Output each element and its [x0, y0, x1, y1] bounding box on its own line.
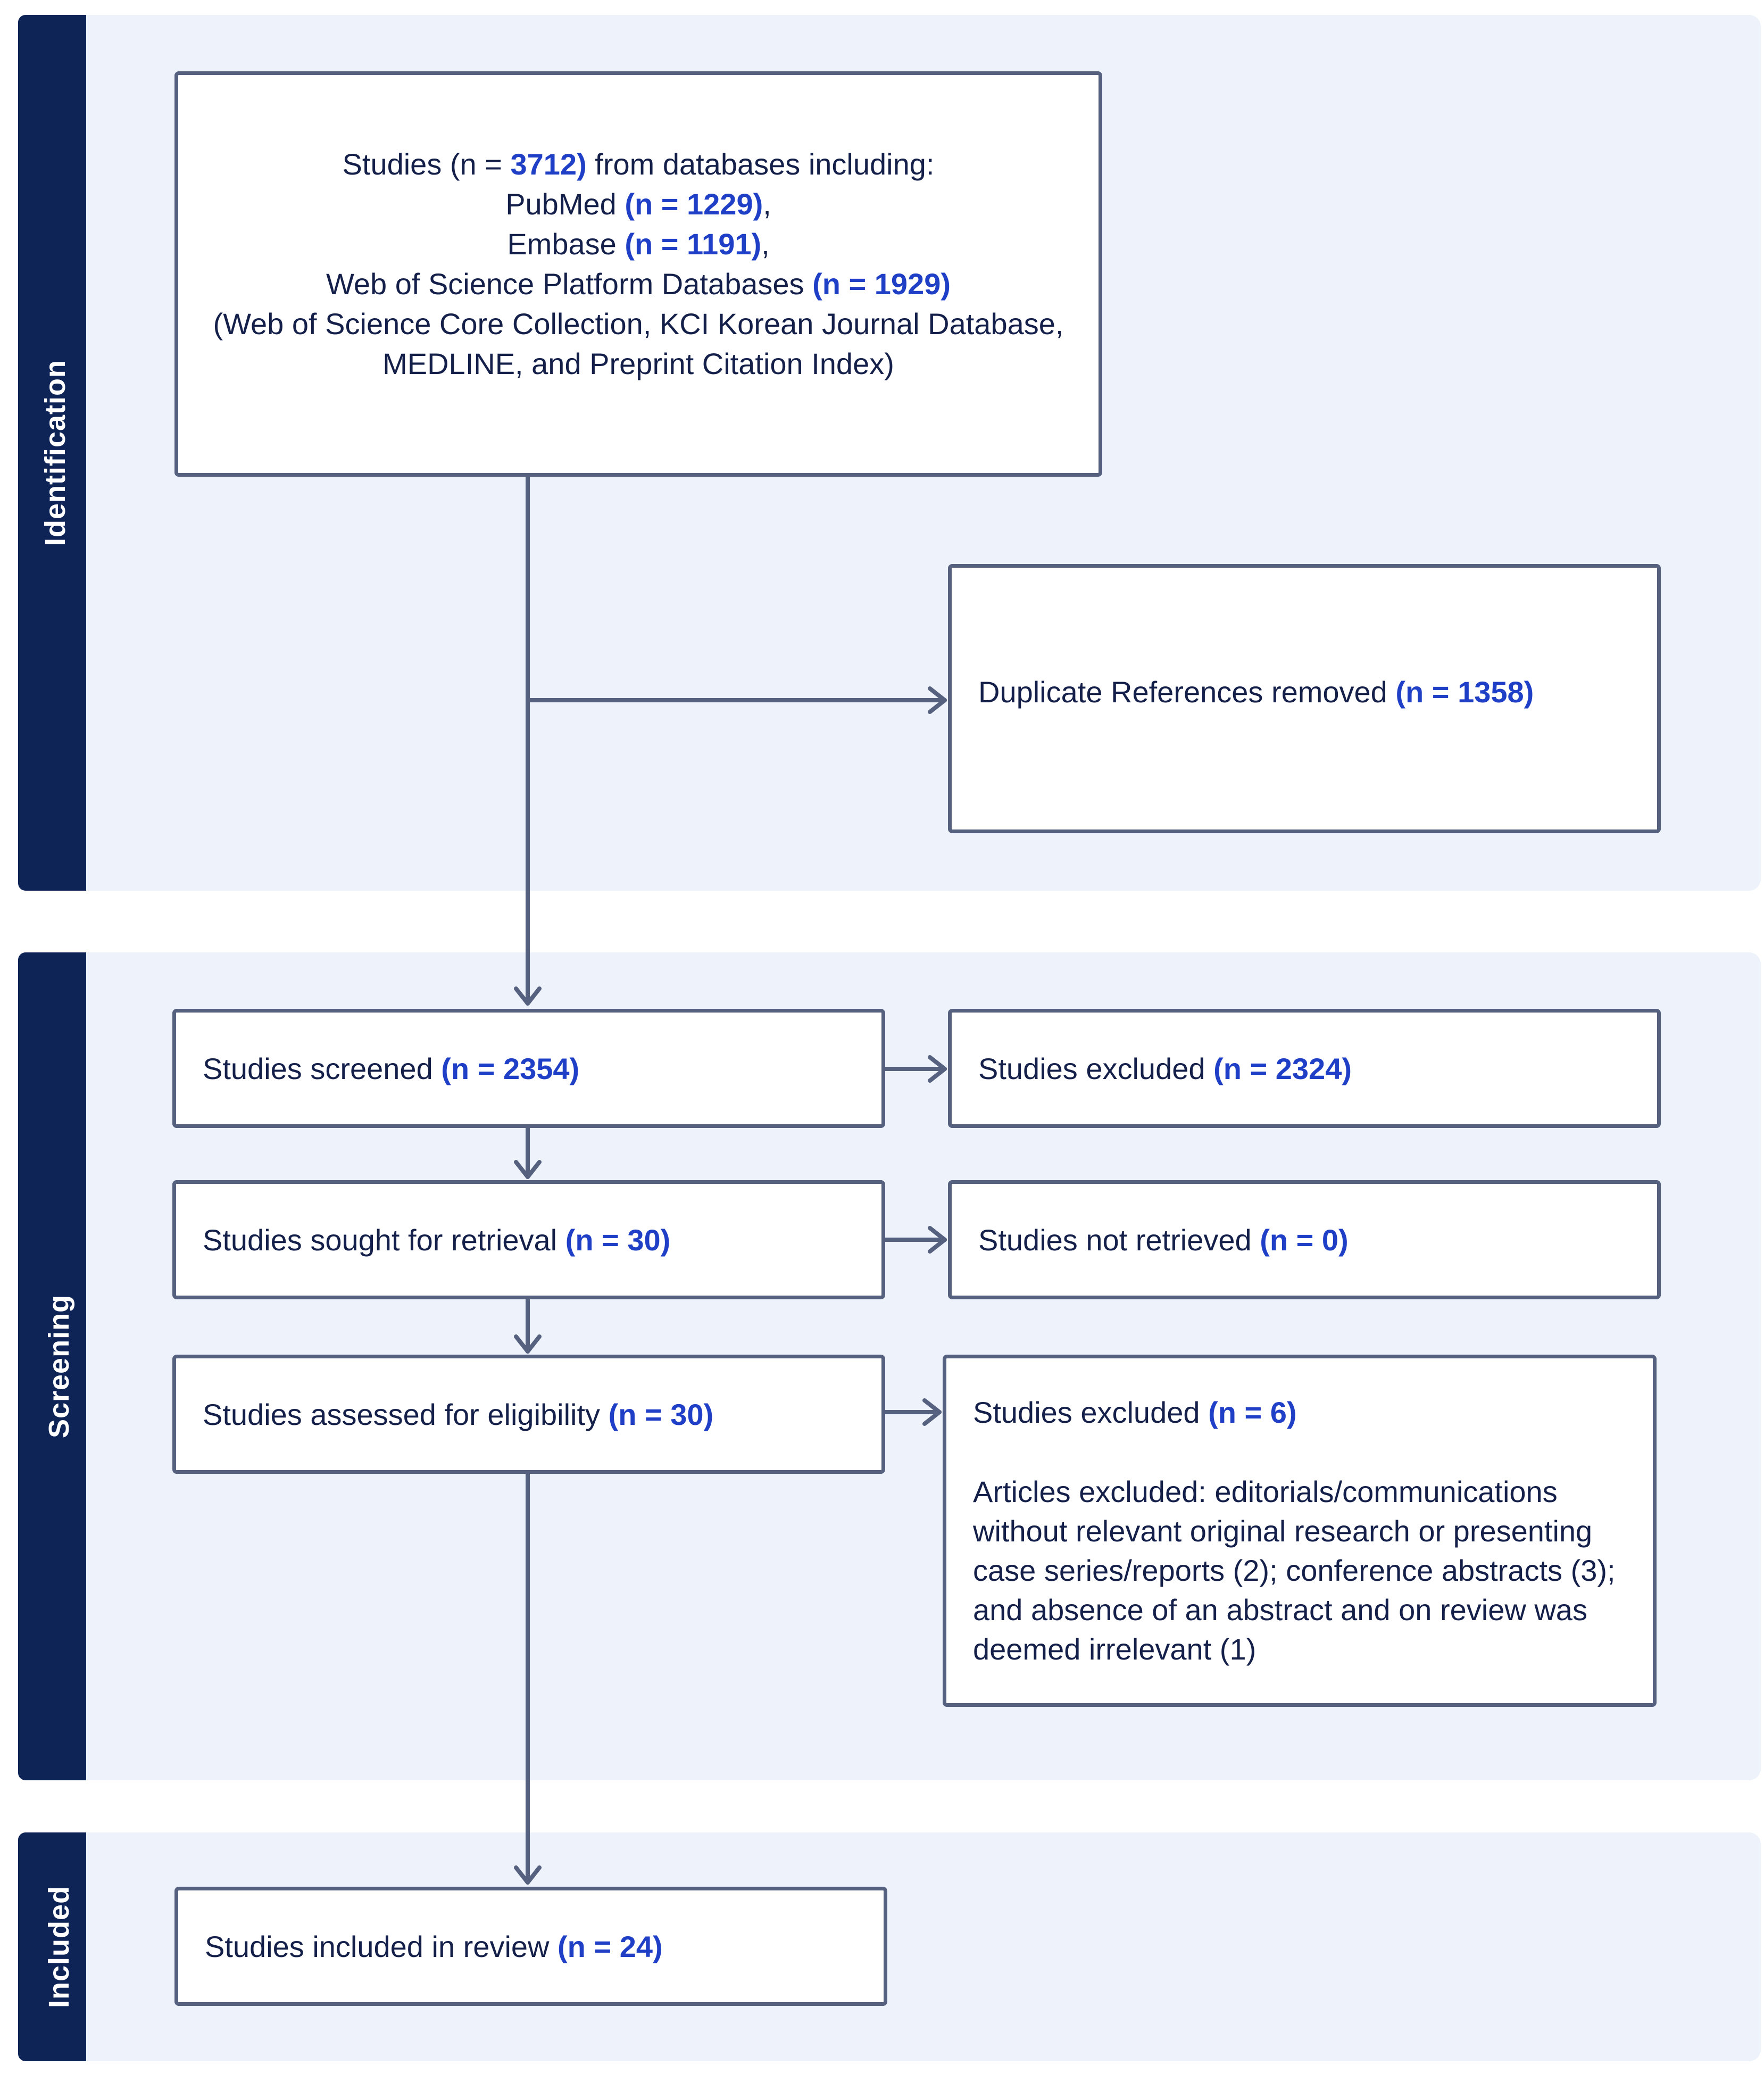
arrowhead-excluded — [928, 1055, 947, 1083]
wos-detail-2: MEDLINE, and Preprint Citation Index) — [382, 347, 894, 380]
arrowhead-sought — [514, 1160, 542, 1179]
sources-total-count: 3712) — [510, 147, 587, 181]
arrowhead-included — [514, 1865, 542, 1885]
wos-label: Web of Science Platform Databases — [326, 267, 813, 301]
sought-label: Studies sought for retrieval — [203, 1223, 565, 1257]
sought-box: Studies sought for retrieval (n = 30) — [172, 1180, 885, 1299]
assessed-box: Studies assessed for eligibility (n = 30… — [172, 1355, 885, 1474]
assessed-label: Studies assessed for eligibility — [203, 1397, 609, 1431]
exclusion-reason-line: and absence of an abstract and on review… — [973, 1593, 1587, 1627]
assessed-count: (n = 30) — [608, 1397, 714, 1431]
included-box: Studies included in review (n = 24) — [174, 1887, 887, 2006]
exclusion-reasons: Articles excluded: editorials/communicat… — [973, 1472, 1632, 1669]
eligibility-excluded-heading: Studies excluded (n = 6) — [973, 1392, 1632, 1432]
screened-label: Studies screened — [203, 1051, 442, 1085]
sources-line-pubmed: PubMed (n = 1229), — [178, 184, 1099, 224]
pubmed-count: (n = 1229) — [625, 187, 763, 221]
eligibility-excluded-box: Studies excluded (n = 6) Articles exclud… — [943, 1355, 1657, 1707]
duplicates-label: Duplicate References removed — [978, 675, 1396, 709]
excluded-label: Studies excluded — [978, 1051, 1214, 1085]
embase-label: Embase — [507, 227, 625, 261]
screening-tab — [18, 952, 86, 1780]
duplicates-count: (n = 1358) — [1395, 675, 1534, 709]
arrowhead-not-retrieved — [928, 1226, 947, 1254]
sources-total-label: Studies (n = — [342, 147, 511, 181]
embase-count: (n = 1191) — [625, 227, 762, 261]
not-retrieved-count: (n = 0) — [1260, 1223, 1349, 1257]
included-count: (n = 24) — [558, 1929, 663, 1963]
sources-box: Studies (n = 3712) from databases includ… — [174, 71, 1102, 477]
sources-line-wos: Web of Science Platform Databases (n = 1… — [178, 264, 1099, 304]
pubmed-label: PubMed — [505, 187, 625, 221]
arrowhead-duplicates — [928, 686, 947, 714]
embase-suffix: , — [761, 227, 770, 261]
duplicates-box: Duplicate References removed (n = 1358) — [948, 564, 1661, 833]
exclusion-reason-line: without relevant original research or pr… — [973, 1514, 1593, 1548]
exclusion-reason-line: deemed irrelevant (1) — [973, 1632, 1257, 1666]
pubmed-suffix: , — [763, 187, 771, 221]
sources-line-total: Studies (n = 3712) from databases includ… — [178, 144, 1099, 184]
screened-box: Studies screened (n = 2354) — [172, 1009, 885, 1128]
exclusion-reason-line: case series/reports (2); conference abst… — [973, 1554, 1616, 1587]
not-retrieved-label: Studies not retrieved — [978, 1223, 1260, 1257]
exclusion-reason-line: Articles excluded: editorials/communicat… — [973, 1475, 1558, 1508]
eligibility-excluded-label: Studies excluded — [973, 1396, 1209, 1429]
arrowhead-assessed — [514, 1334, 542, 1354]
screened-count: (n = 2354) — [441, 1051, 580, 1085]
not-retrieved-box: Studies not retrieved (n = 0) — [948, 1180, 1661, 1299]
identification-tab — [18, 15, 86, 891]
wos-count: (n = 1929) — [812, 267, 951, 301]
wos-detail-1: (Web of Science Core Collection, KCI Kor… — [213, 307, 1064, 341]
sources-total-suffix: from databases including: — [586, 147, 935, 181]
arrowhead-eligibility-excluded — [922, 1398, 942, 1426]
arrowhead-screened — [514, 986, 542, 1006]
included-label-text: Studies included in review — [205, 1929, 558, 1963]
excluded-box: Studies excluded (n = 2324) — [948, 1009, 1661, 1128]
excluded-count: (n = 2324) — [1213, 1051, 1352, 1085]
sought-count: (n = 30) — [565, 1223, 671, 1257]
sources-line-embase: Embase (n = 1191), — [178, 224, 1099, 264]
eligibility-excluded-count: (n = 6) — [1208, 1396, 1297, 1429]
included-tab — [18, 1832, 86, 2061]
